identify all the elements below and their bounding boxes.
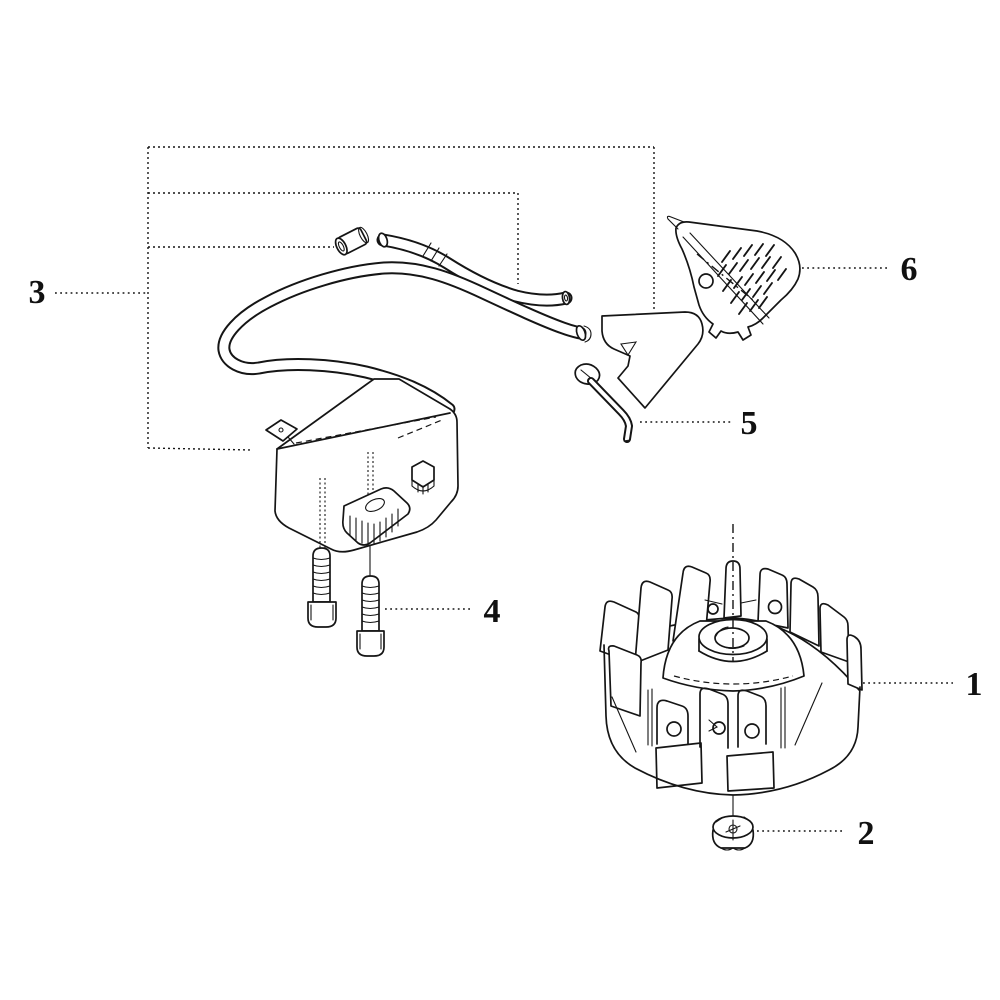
part-label-5: 5 <box>741 405 758 442</box>
cover-vent-hatching <box>717 243 787 315</box>
cover-hole <box>698 273 714 289</box>
pawl-post-left <box>707 603 719 615</box>
mounting-screws <box>307 547 385 657</box>
lead-wire-piece <box>376 232 573 307</box>
flywheel-cavities <box>656 687 767 749</box>
magnet-window-left <box>655 742 703 789</box>
ignition-module <box>265 378 459 577</box>
kit-group-outline <box>147 146 655 451</box>
core-hatching <box>349 508 399 546</box>
spark-plug-lead <box>217 261 592 416</box>
switch-rod <box>574 363 633 443</box>
wire-sleeve <box>334 226 370 256</box>
flywheel-nut <box>711 815 755 851</box>
callout-labels: 1 2 3 4 5 6 <box>29 251 983 852</box>
flywheel-fan-blades <box>599 560 863 691</box>
part-label-2: 2 <box>858 815 875 852</box>
flywheel-hub <box>698 618 768 663</box>
part-label-3: 3 <box>29 274 46 311</box>
module-hex-boss <box>411 460 435 495</box>
callout-leaders <box>55 267 953 832</box>
magnet-window-right <box>726 751 775 792</box>
front-blade-left <box>607 645 643 717</box>
air-guide-cover <box>666 215 801 341</box>
part-label-6: 6 <box>901 251 918 288</box>
flywheel-skirt-details <box>611 682 823 792</box>
part-label-4: 4 <box>484 593 501 630</box>
part-label-1: 1 <box>966 666 983 703</box>
pawl-post-right <box>767 599 783 615</box>
wire-hatch-marks <box>422 242 448 267</box>
module-core-clamp <box>341 487 411 546</box>
module-body <box>274 378 459 553</box>
screw-left <box>307 547 337 628</box>
screw-right <box>356 575 385 657</box>
module-terminal-tab <box>265 419 298 445</box>
flywheel <box>599 524 863 841</box>
shield-plate <box>601 311 704 409</box>
